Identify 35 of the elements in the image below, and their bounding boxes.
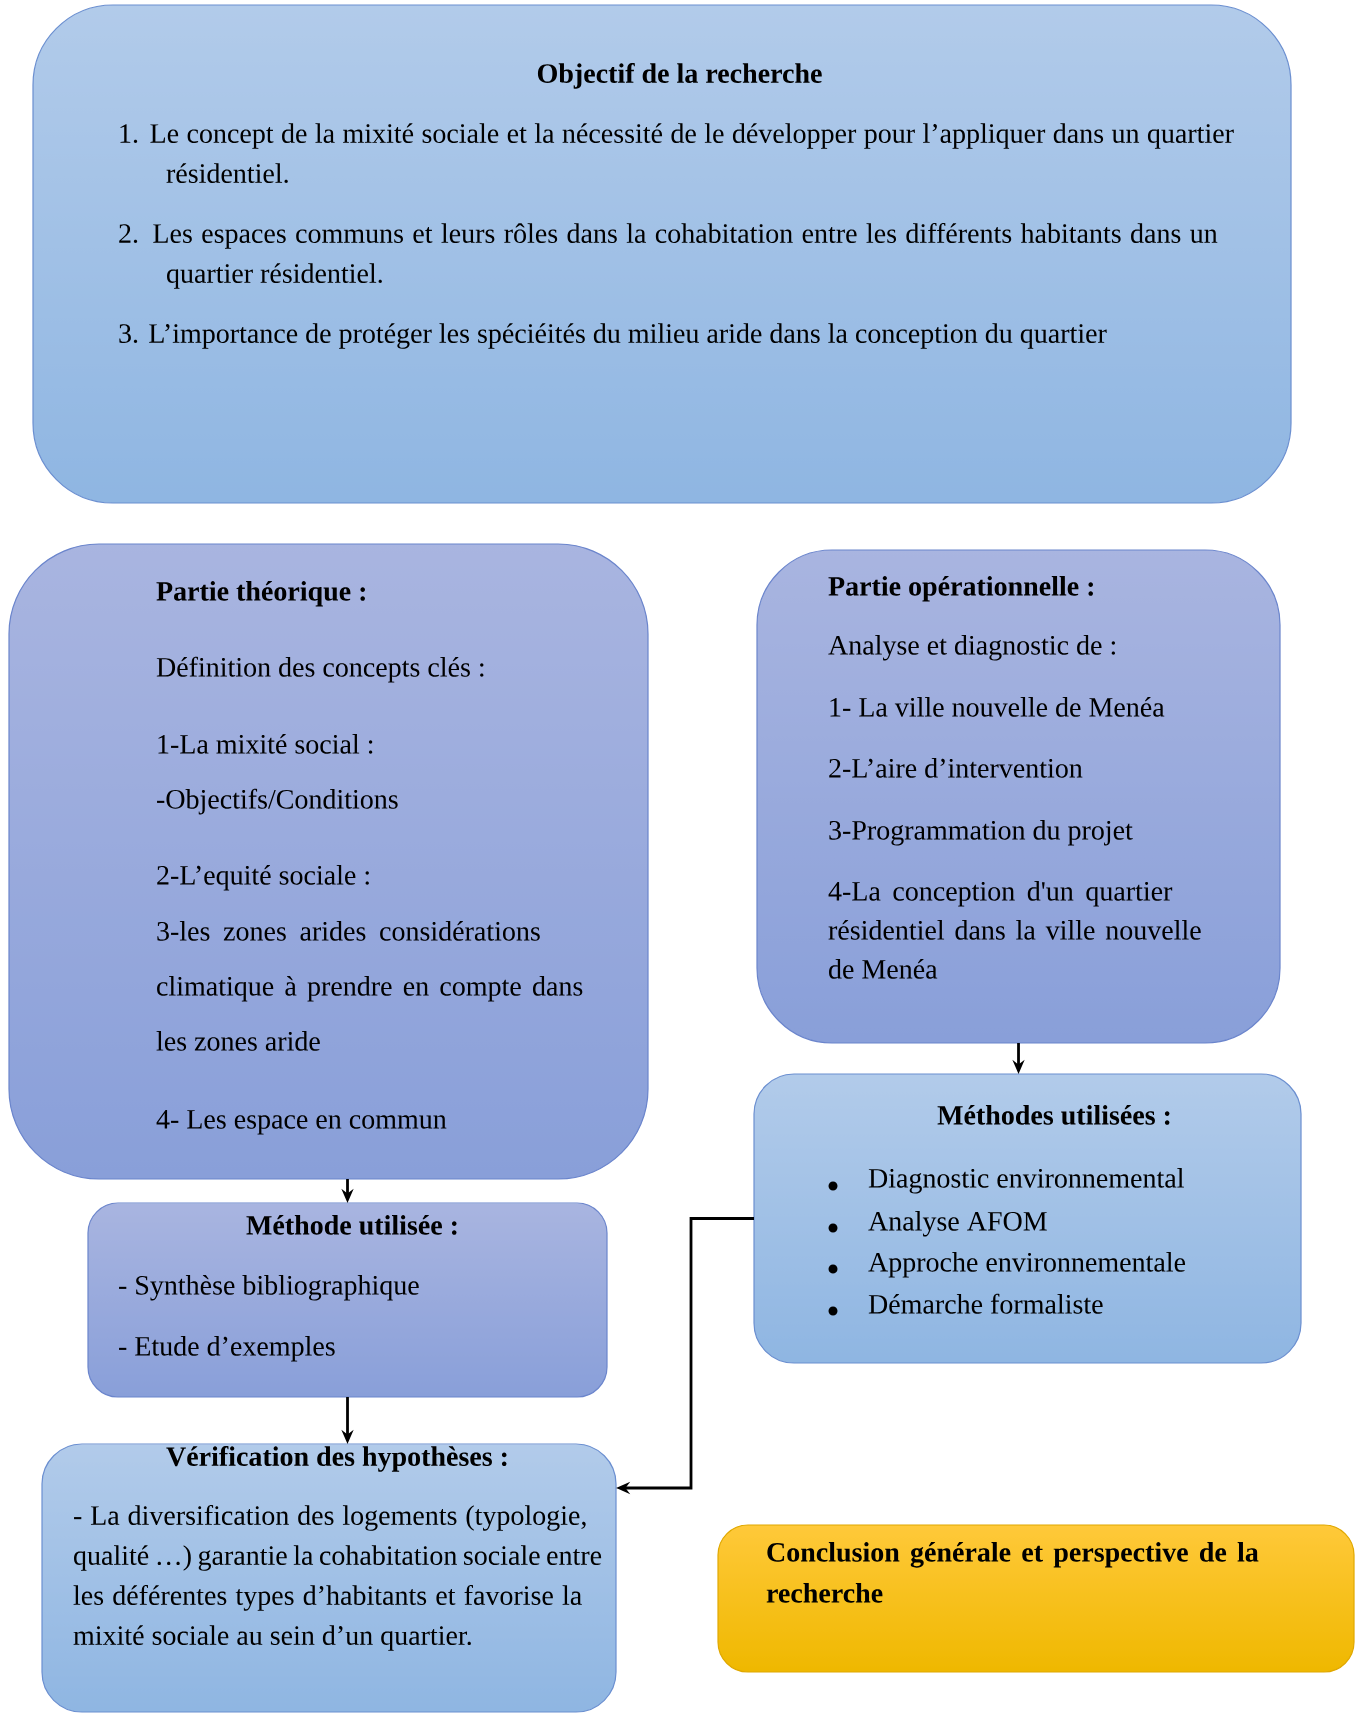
heading: Vérification des hypothèses : (166, 1446, 507, 1472)
bullet-item: Diagnostic environnemental (868, 1168, 1184, 1194)
bullet-item: Démarche formaliste (868, 1293, 1103, 1314)
body-text: Analyse et diagnostic de : (828, 635, 1115, 661)
rounded-box (753, 1073, 1302, 1364)
body-text: 1-La mixité social : (158, 734, 373, 754)
body-text: - Etude d’exemples (119, 1336, 335, 1362)
bullet-item: Approche environnementale (868, 1252, 1186, 1278)
body-text: 2-L’aire d’intervention (829, 758, 1083, 778)
body-text: -Objectifs/Conditions (157, 788, 398, 815)
rounded-box (8, 543, 649, 1180)
body-text: - La diversification des logements (typologie, qualité …) garantie la cohabitation sociale entre les déférentes types d’habitants et favorise la mixité sociale au sein d’un quartier. (73, 1505, 602, 1651)
list-item: 3. L’importance de protéger les spéciéités du milieu aride dans la conception du quartier (119, 323, 1107, 349)
heading: Méthode utilisée : (246, 1215, 457, 1235)
list-item: 1. Le concept de la mixité sociale et la nécessité de le développer pour l’appliquer dans un quartier résidentiel. (120, 123, 1234, 184)
heading: Objectif de la recherche (537, 63, 822, 89)
body-text: - Synthèse bibliographique (119, 1275, 419, 1301)
body-text: 4-La conception d'un quartier résidentiel dans la ville nouvelle de Menéa (828, 881, 1201, 979)
list-item: 2. Les espaces communs et leurs rôles dans la cohabitation entre les différents habitants dans un quartier résidentiel. (119, 223, 1218, 289)
rounded-box (32, 4, 1292, 504)
rounded-box (87, 1202, 608, 1398)
rounded-box (717, 1524, 1355, 1673)
rounded-box (756, 549, 1281, 1044)
body-text: Définition des concepts clés : (156, 656, 484, 683)
heading: Partie théorique : (156, 581, 365, 607)
rounded-box (41, 1443, 617, 1713)
body-text: 2-L’equité sociale : (157, 865, 369, 891)
body-text: 4- Les espace en commun (156, 1110, 447, 1135)
heading: Partie opérationnelle : (828, 576, 1093, 602)
heading: Méthodes utilisées : (937, 1105, 1170, 1125)
body-text: 1- La ville nouvelle de Menéa (830, 697, 1165, 717)
bullet-item: Analyse AFOM (868, 1211, 1047, 1237)
body-text: 3-les zones arides considérations climatique à prendre en compte dans les zones aride (156, 921, 583, 1051)
body-text: 3-Programmation du projet (829, 820, 1133, 846)
heading: Conclusion générale et perspective de la recherche (766, 1542, 1259, 1603)
